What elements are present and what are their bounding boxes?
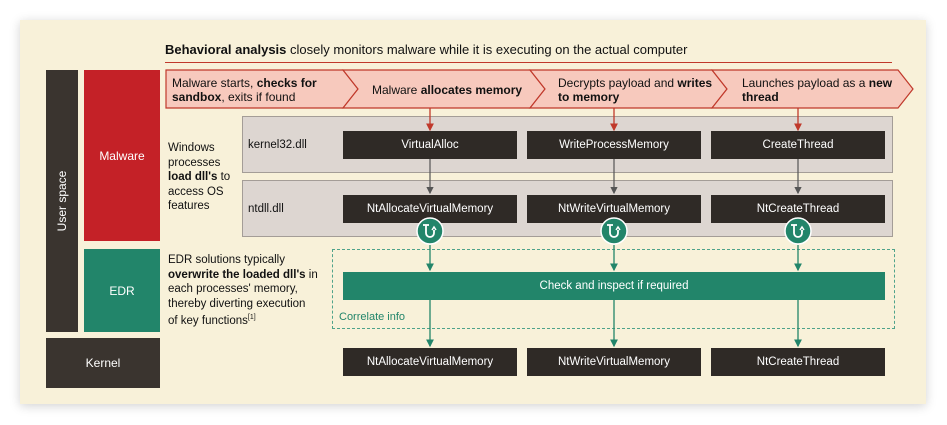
hook-icon xyxy=(416,217,444,245)
dark-arrows xyxy=(426,159,802,195)
red-arrows xyxy=(426,108,802,132)
edr-note: EDR solutions typically overwrite the lo… xyxy=(168,254,318,327)
lane-kernel: Kernel xyxy=(46,338,160,388)
step-3-text: Decrypts payload and writes to memory xyxy=(558,76,713,104)
func-createthread: CreateThread xyxy=(711,131,885,159)
hook-icon xyxy=(600,217,628,245)
windows-note: Windows processes load dll's to access O… xyxy=(168,142,231,212)
hook-icon xyxy=(784,217,812,245)
inspect-bar: Check and inspect if required xyxy=(343,272,885,300)
green-arrows xyxy=(426,245,802,348)
step-1-text: Malware starts, checks for sandbox, exit… xyxy=(172,76,317,104)
func-virtualalloc: VirtualAlloc xyxy=(343,131,517,159)
lane-malware: Malware xyxy=(84,70,160,241)
lane-user-space: User space xyxy=(46,70,78,332)
kernel-func-ntcreatethread: NtCreateThread xyxy=(711,348,885,376)
step-4-text: Launches payload as a new thread xyxy=(742,76,893,104)
ntdll-label: ntdll.dll xyxy=(248,203,284,215)
headline: Behavioral analysis closely monitors mal… xyxy=(165,42,688,57)
lane-edr: EDR xyxy=(84,249,160,332)
kernel-func-ntwritevirtualmemory: NtWriteVirtualMemory xyxy=(527,348,701,376)
kernel-func-ntallocatevirtualmemory: NtAllocateVirtualMemory xyxy=(343,348,517,376)
step-2-text: Malware allocates memory xyxy=(372,83,523,97)
correlate-label: Correlate info xyxy=(339,311,406,323)
step-chevron-4 xyxy=(710,69,914,109)
func-writeprocessmemory: WriteProcessMemory xyxy=(527,131,701,159)
kernel32-label: kernel32.dll xyxy=(248,139,307,151)
headline-rule xyxy=(165,62,892,63)
